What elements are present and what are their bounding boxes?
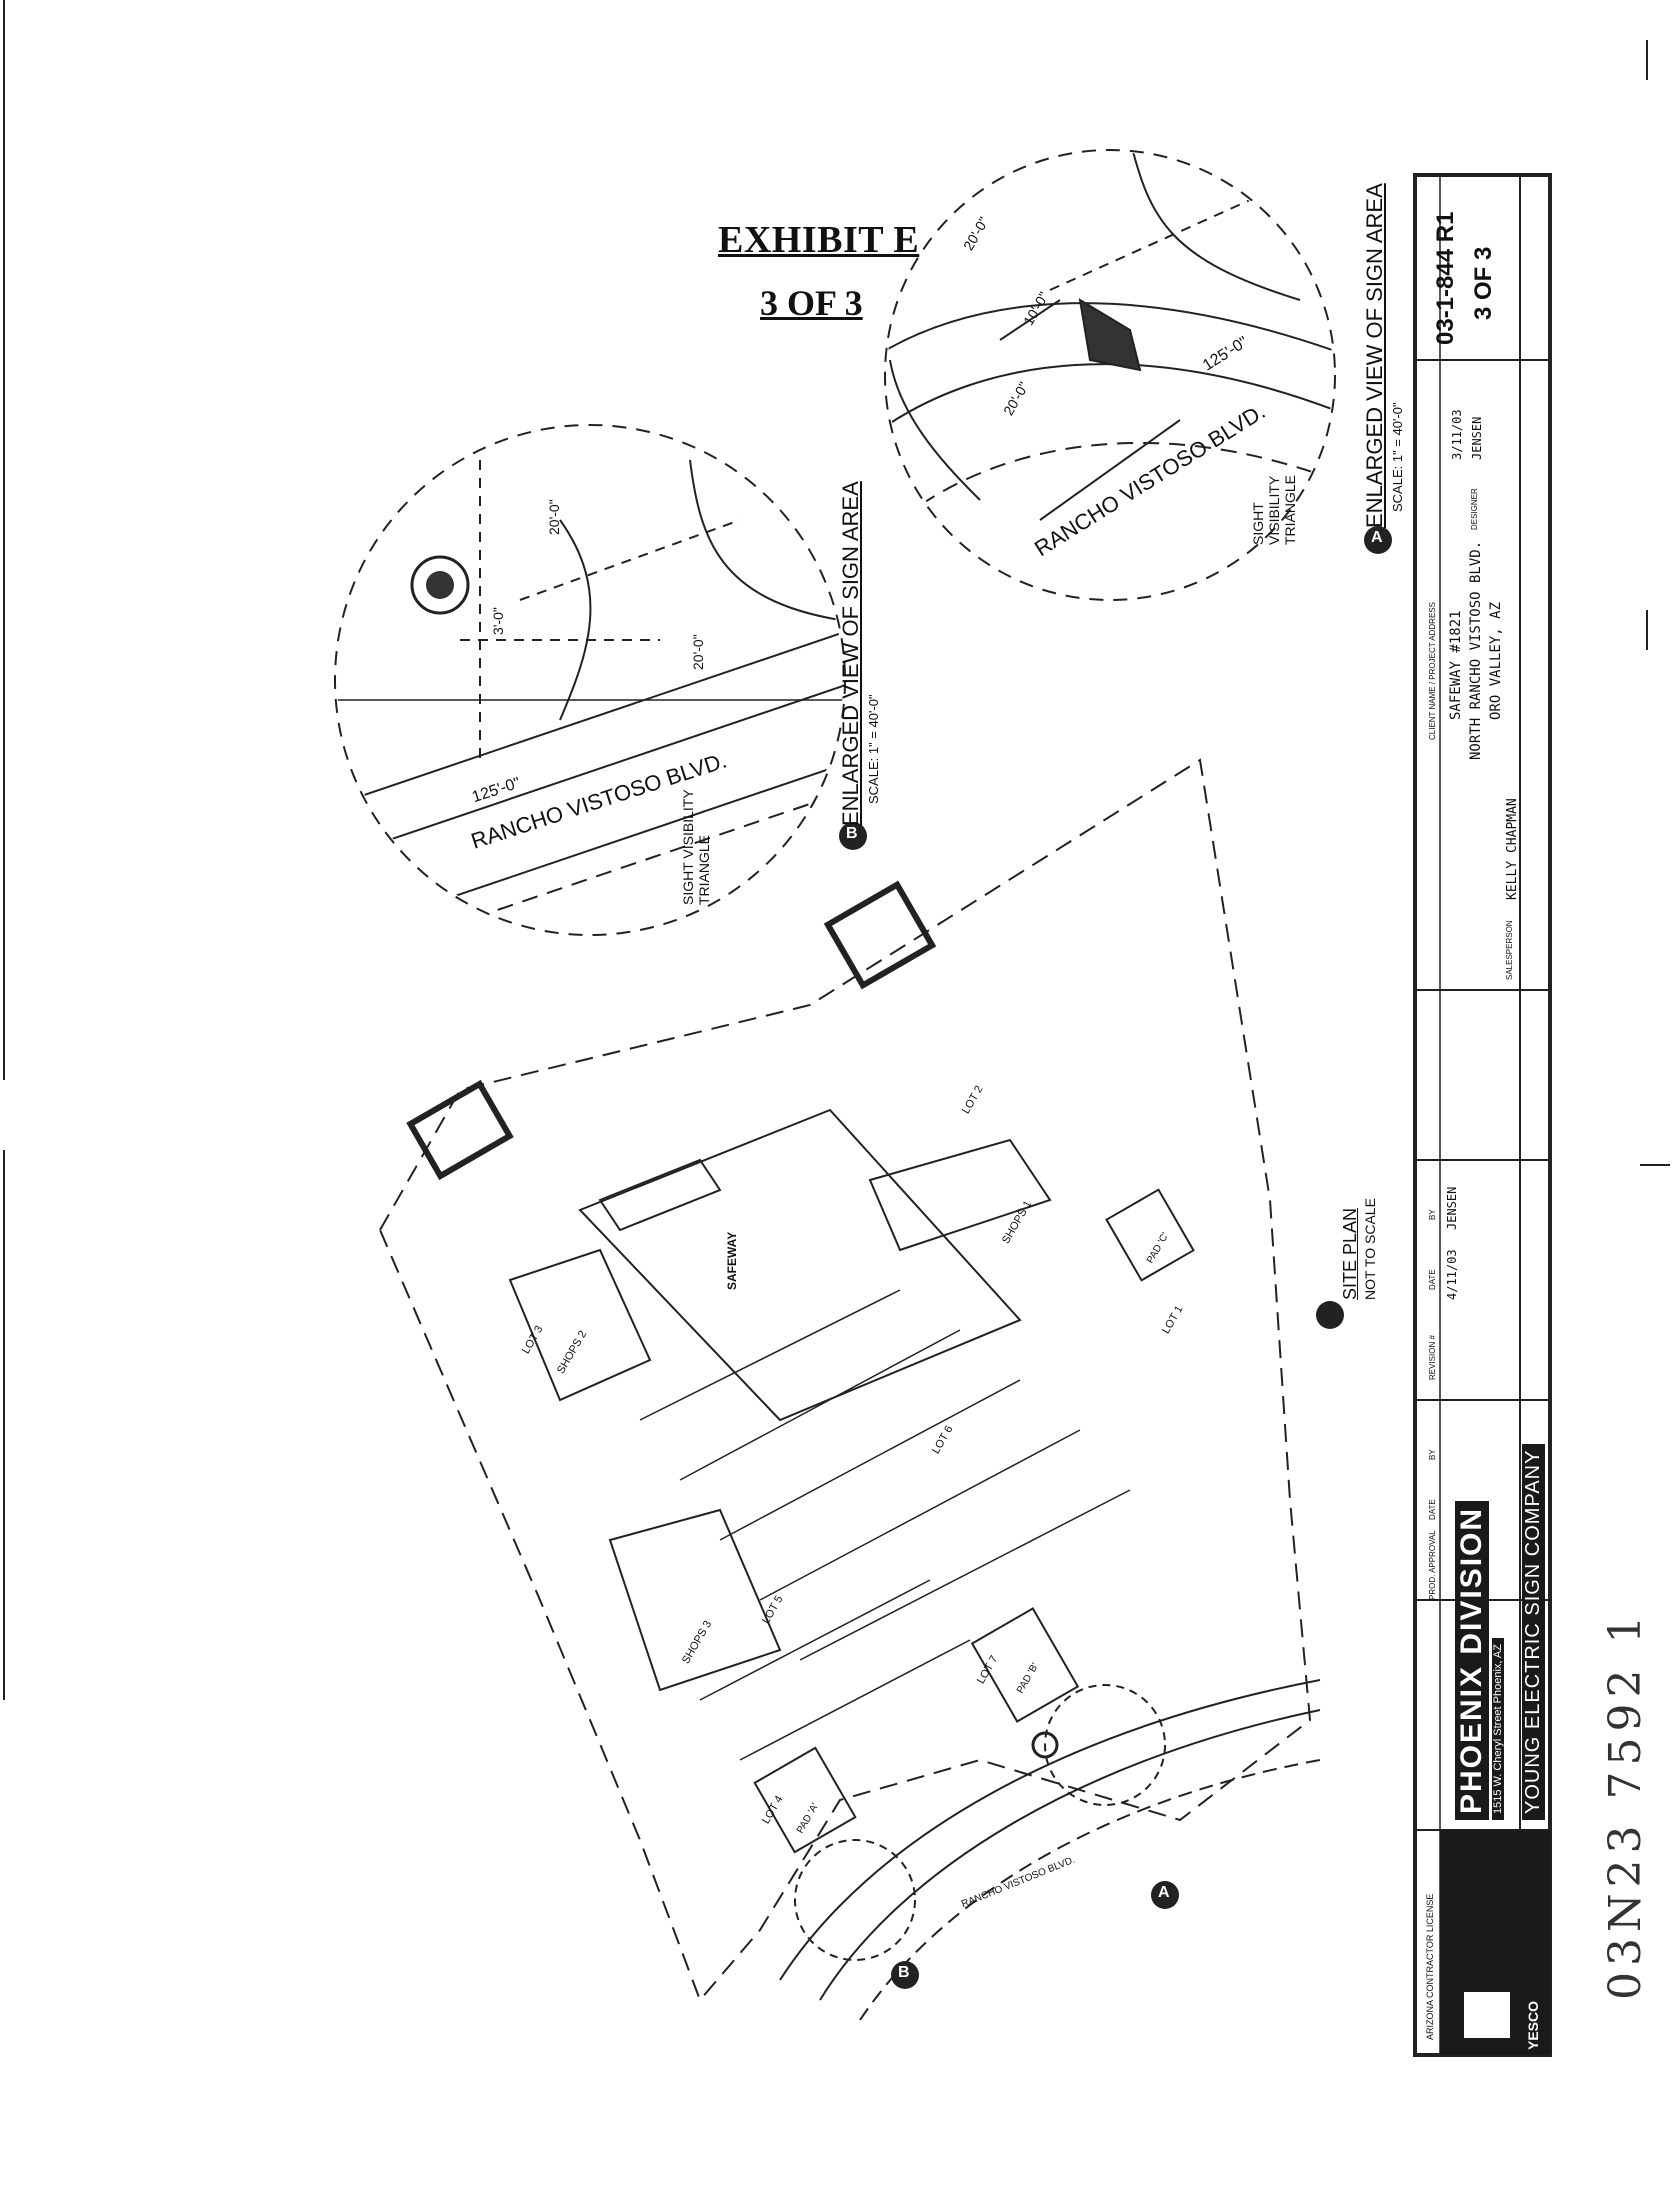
exhibit-page: 3 OF 3 — [760, 283, 863, 323]
title-block — [1413, 173, 1552, 2057]
margin-ticks — [3, 0, 1670, 1700]
detail-a-marker: A — [1371, 529, 1383, 546]
salesperson-label: SALESPERSON — [1505, 920, 1514, 980]
company-address: 1515 W. Cheryl Street Phoenix, AZ — [1492, 1638, 1504, 1820]
designer-name: JENSEN — [1470, 416, 1484, 460]
detail-a-triangle-label: SIGHT VISIBILITY TRIANGLE — [1250, 474, 1298, 545]
brand-name: YOUNG ELECTRIC SIGN COMPANY — [1522, 1443, 1545, 1820]
revision-by: JENSEN — [1445, 1186, 1459, 1230]
company-name: PHOENIX DIVISION — [1455, 1500, 1489, 1820]
license-line: ARIZONA CONTRACTOR LICENSE — [1425, 1893, 1435, 2040]
original-date: 3/11/03 — [1450, 409, 1464, 460]
sheet-number: 3 OF 3 — [1470, 246, 1497, 320]
anchor-label: SAFEWAY — [725, 1231, 739, 1290]
detail-b-dim-1: 20'-0" — [546, 499, 562, 535]
detail-b-dim-2: 3'-0" — [490, 607, 506, 635]
detail-a-title: ENLARGED VIEW OF SIGN AREA — [1362, 183, 1387, 528]
site-marker-b: B — [898, 1964, 910, 1981]
revision-date: 4/11/03 — [1445, 1249, 1459, 1300]
detail-b-scale: SCALE: 1" = 40'-0" — [866, 694, 881, 804]
site-plan-title: SITE PLAN — [1340, 1207, 1360, 1300]
drawing-number: 03-1-844 R1 — [1432, 211, 1459, 345]
designer-label: DESIGNER — [1470, 488, 1479, 530]
exhibit-title: EXHIBIT E — [718, 219, 920, 261]
approval-header-1: PROD. APPROVAL — [1428, 1530, 1437, 1600]
site-plan-subtitle: NOT TO SCALE — [1362, 1198, 1378, 1300]
detail-a-scale: SCALE: 1" = 40'-0" — [1390, 402, 1405, 512]
scan-stamp-number: 03N23 7592 1 — [1600, 1609, 1651, 2000]
approval-header-3: BY — [1428, 1449, 1437, 1460]
site-marker-a: A — [1158, 1884, 1170, 1901]
detail-b-marker: B — [846, 825, 858, 842]
yesco-logo-text: YESCO — [1525, 2000, 1541, 2050]
detail-b-triangle-label: SIGHT VISIBILITY TRIANGLE — [680, 789, 712, 905]
detail-b-dim-3: 20'-0" — [690, 634, 706, 670]
client-label: CLIENT NAME / PROJECT ADDRESS — [1428, 602, 1437, 740]
client-name: SAFEWAY #1821 — [1448, 610, 1464, 720]
revision-header-1: REVISION # — [1428, 1335, 1437, 1380]
detail-b — [334, 424, 846, 936]
markers — [839, 526, 1392, 1989]
revision-header-2: DATE — [1428, 1269, 1437, 1290]
salesperson-name: KELLY CHAPMAN — [1505, 798, 1520, 900]
site-plan — [378, 758, 1321, 2021]
detail-a — [884, 149, 1336, 601]
client-address-1: NORTH RANCHO VISTOSO BLVD. — [1468, 540, 1484, 760]
revision-header-3: BY — [1428, 1209, 1437, 1220]
client-address-2: ORO VALLEY, AZ — [1488, 601, 1504, 720]
approval-header-2: DATE — [1428, 1499, 1437, 1520]
detail-b-title: ENLARGED VIEW OF SIGN AREA — [838, 481, 863, 826]
